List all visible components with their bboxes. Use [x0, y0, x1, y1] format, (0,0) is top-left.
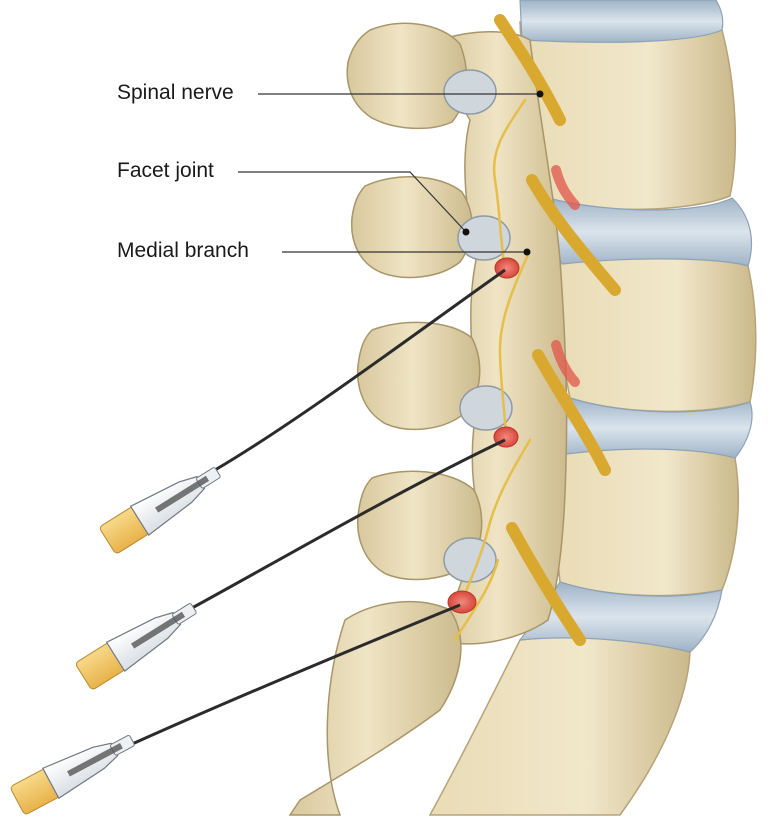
cannula-1 [99, 467, 221, 554]
cannula-2 [75, 603, 197, 690]
medial-branch-3 [460, 438, 532, 604]
facet-joint-3 [459, 385, 513, 431]
rf-needles [10, 268, 506, 815]
medial-branch-1 [492, 98, 527, 270]
needle-wire-2 [191, 438, 506, 610]
vertebral-bodies [428, 14, 757, 816]
leader-dot-medial-branch [523, 248, 531, 256]
spinous-process-3 [356, 321, 481, 431]
spinal-nerve-2 [526, 174, 621, 296]
needle-wire-1 [214, 268, 506, 472]
facet-joints [443, 69, 513, 583]
leader-lines [238, 90, 544, 256]
facet-joint-2 [457, 215, 511, 261]
needle-wire-3 [129, 603, 461, 747]
nerves [453, 14, 621, 646]
nerve-root-glow-1 [551, 165, 580, 210]
nerve-root-glow-2 [551, 340, 580, 387]
label-spinal-nerve: Spinal nerve [117, 81, 234, 104]
label-medial-branch: Medial branch [117, 239, 249, 262]
leader-dot-spinal-nerve [536, 90, 544, 98]
sacrum-body [428, 636, 691, 816]
facet-joint-4 [443, 537, 497, 583]
spinal-nerve-1 [494, 14, 566, 126]
disc-top [519, 0, 724, 43]
leader-facet-joint [238, 171, 467, 233]
cannula-3-stylet [67, 743, 123, 777]
spinous-process-2 [350, 176, 473, 279]
vertebral-body-2 [557, 253, 757, 413]
label-facet-joint: Facet joint [117, 159, 214, 182]
cannula-3 [10, 734, 135, 815]
spinal-nerve-3 [532, 349, 611, 476]
medial-branch-4 [453, 558, 500, 642]
leader-dot-facet-joint [462, 228, 470, 236]
cannula-1-stylet [155, 475, 210, 513]
spinal-nerve-4 [506, 522, 586, 646]
spinous-processes [288, 22, 483, 816]
facet-joint-1 [443, 69, 497, 115]
vertebral-body-3 [556, 445, 740, 597]
medial-branch-2 [498, 253, 530, 440]
cannula-2-stylet [131, 611, 186, 649]
sacral-crest [288, 601, 462, 816]
spinous-process-1 [346, 22, 468, 130]
intervertebral-discs [518, 0, 753, 653]
